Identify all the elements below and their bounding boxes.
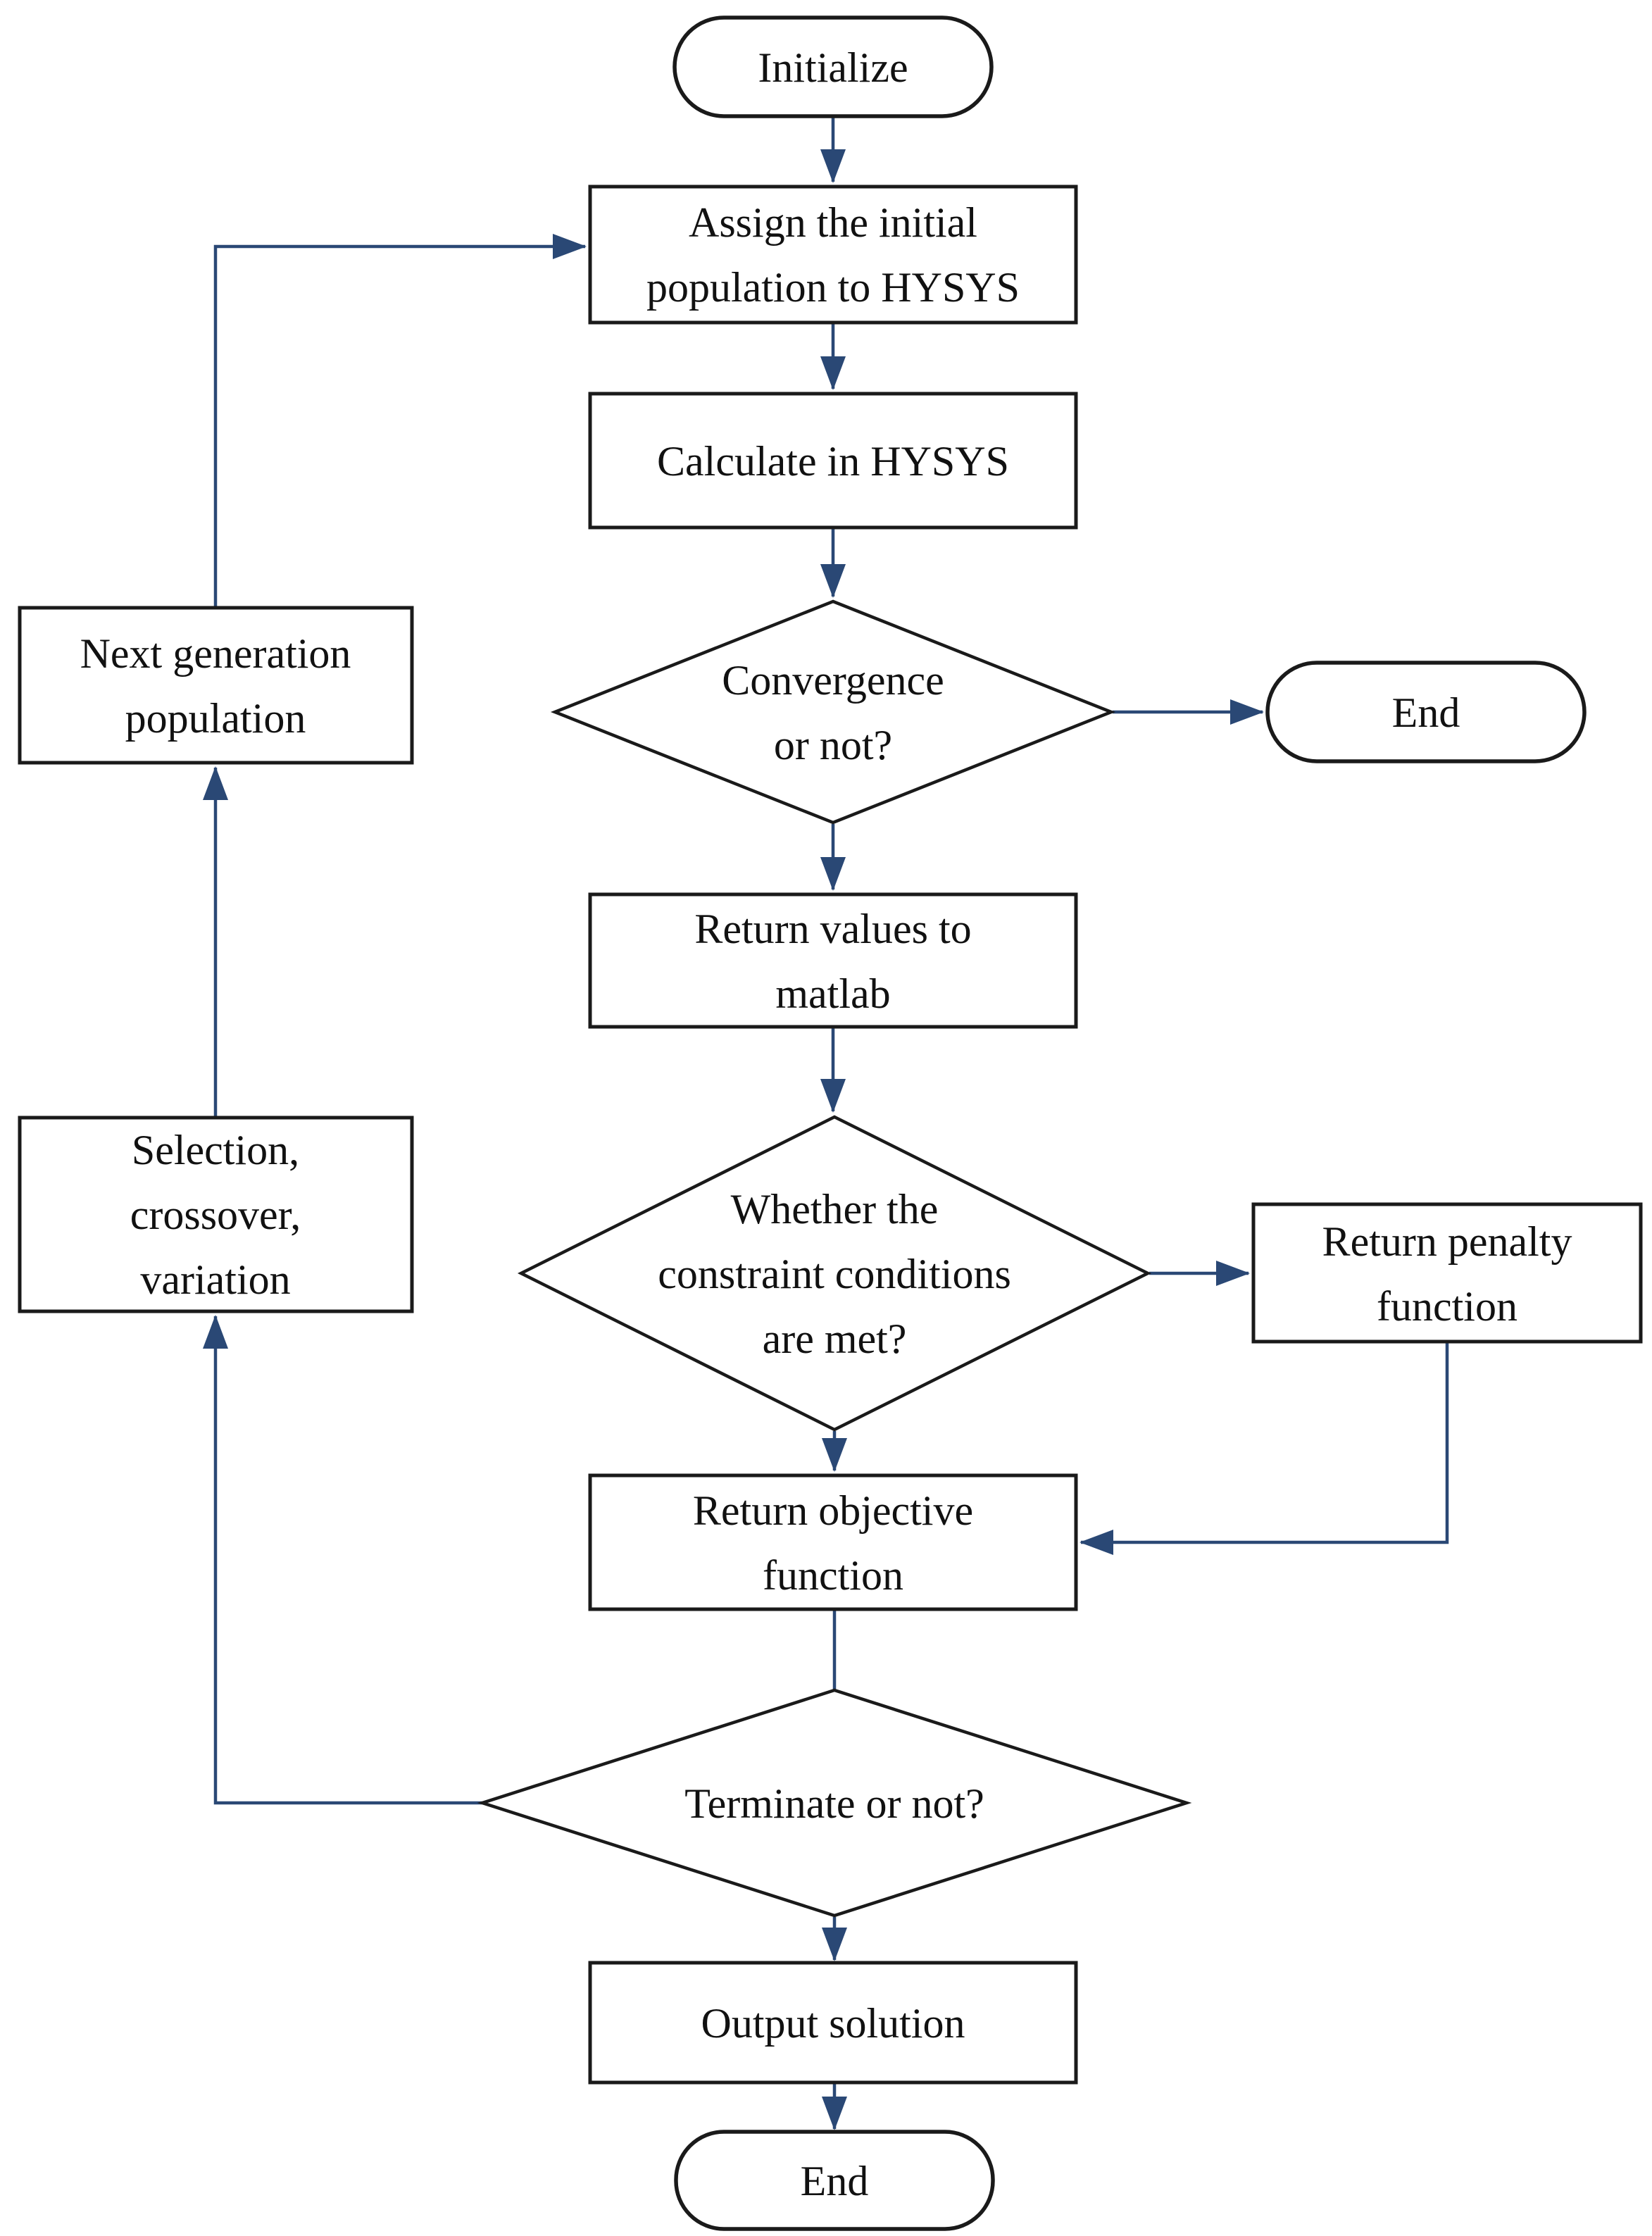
node-constraints-decision: Whether the constraint conditions are me…	[517, 1115, 1152, 1432]
node-label-line2: function	[763, 1552, 903, 1599]
node-label-line1: Return penalty	[1322, 1218, 1572, 1265]
node-label: Calculate in HYSYS	[657, 438, 1009, 485]
process-shape	[588, 1961, 1078, 2085]
node-label-line2: crossover,	[130, 1192, 301, 1238]
node-calculate-hysys: Calculate in HYSYS	[588, 392, 1078, 530]
node-label-line1: Next generation	[80, 630, 351, 677]
node-label: Terminate or not?	[684, 1780, 984, 1827]
process-shape	[588, 892, 1078, 1029]
node-label-line2: or not?	[774, 722, 892, 768]
terminator-shape	[1265, 661, 1587, 763]
node-label: End	[801, 2158, 869, 2204]
node-end-convergence: End	[1265, 661, 1587, 763]
process-shape	[18, 1116, 414, 1313]
node-convergence-decision: Convergence or not?	[550, 599, 1116, 825]
node-selection-crossover: Selection, crossover, variation	[18, 1116, 414, 1313]
process-shape	[588, 185, 1078, 325]
node-label: End	[1392, 689, 1460, 736]
process-shape	[18, 606, 414, 765]
process-shape	[588, 1473, 1078, 1611]
node-label-line1: Selection,	[132, 1127, 299, 1173]
node-assign-population: Assign the initial population to HYSYS	[588, 185, 1078, 325]
process-shape	[588, 392, 1078, 530]
arrow-terminate-to-selection	[203, 1315, 482, 1805]
node-label: Output solution	[701, 2000, 965, 2047]
node-label-line1: Assign the initial	[689, 199, 977, 246]
node-end-final: End	[674, 2130, 995, 2231]
node-label-line3: are met?	[763, 1316, 907, 1362]
node-label-line3: variation	[140, 1256, 290, 1303]
node-label-line1: Return objective	[693, 1487, 973, 1534]
node-return-penalty: Return penalty function	[1251, 1202, 1643, 1344]
decision-shape	[517, 1115, 1152, 1432]
node-return-values: Return values to matlab	[588, 892, 1078, 1029]
decision-shape	[550, 599, 1116, 825]
node-label-line2: function	[1377, 1283, 1518, 1330]
node-next-generation: Next generation population	[18, 606, 414, 765]
node-label-line2: matlab	[775, 970, 890, 1017]
node-output-solution: Output solution	[588, 1961, 1078, 2085]
terminator-shape	[672, 15, 994, 118]
node-label: Initialize	[758, 44, 908, 91]
node-label-line1: Convergence	[722, 657, 944, 704]
decision-shape	[477, 1688, 1192, 1918]
node-label-line1: Whether the	[731, 1186, 939, 1232]
node-label-line1: Return values to	[694, 906, 971, 952]
process-shape	[1251, 1202, 1643, 1344]
arrow-penalty-to-objective	[1080, 1343, 1449, 1555]
node-return-objective: Return objective function	[588, 1473, 1078, 1611]
node-label-line2: population	[125, 695, 306, 742]
node-initialize: Initialize	[672, 15, 994, 118]
node-terminate-decision: Terminate or not?	[477, 1688, 1192, 1918]
node-label-line2: constraint conditions	[658, 1251, 1011, 1297]
arrow-next-generation-to-assign	[213, 234, 587, 606]
node-label-line2: population to HYSYS	[646, 264, 1020, 311]
terminator-shape	[674, 2130, 995, 2231]
